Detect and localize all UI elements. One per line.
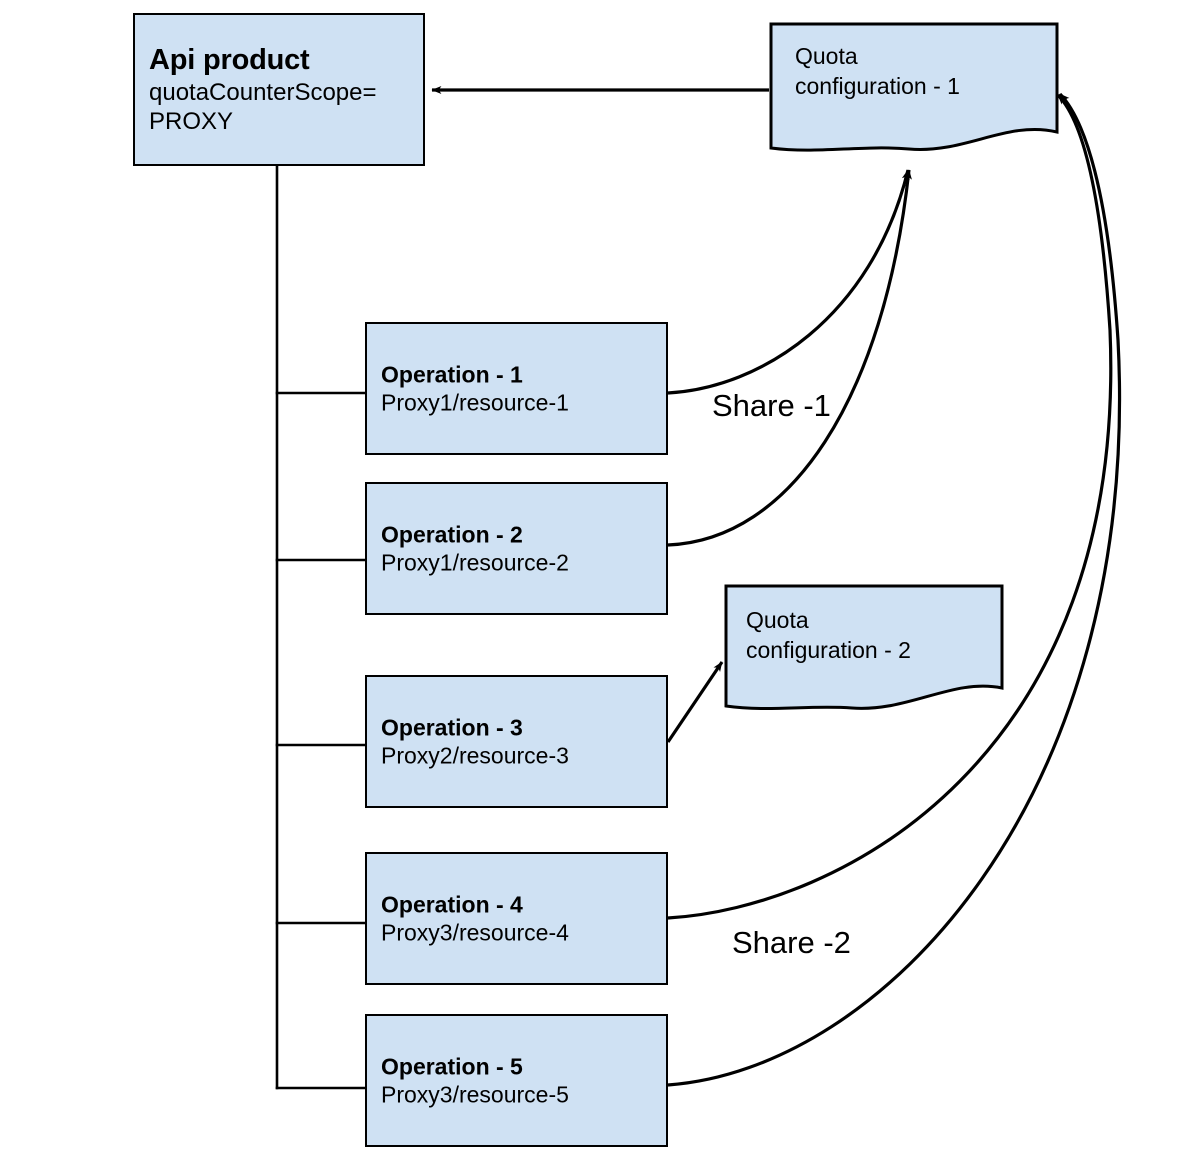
- api-product-to-operations-tree: [275, 164, 367, 1090]
- operation-5-content: Operation - 5 Proxy3/resource-5: [381, 1052, 658, 1109]
- edge-operation-3-to-quota-2: [666, 661, 724, 743]
- operation-3-content: Operation - 3 Proxy2/resource-3: [381, 713, 658, 770]
- operation-4-title: Operation - 4: [381, 890, 523, 917]
- operation-2-path: Proxy1/resource-2: [381, 549, 569, 576]
- quota-configuration-2-shape: [724, 584, 1004, 711]
- edge-operation-1-to-quota-1: [667, 169, 910, 395]
- edge-operation-5-to-quota-1: [667, 92, 1122, 1087]
- edge-operation-4-to-quota-1: [667, 93, 1113, 920]
- edge-label-share-2: Share -2: [732, 925, 851, 960]
- node-operation-5[interactable]: Operation - 5 Proxy3/resource-5: [365, 1014, 668, 1147]
- operation-3-title: Operation - 3: [381, 713, 523, 740]
- edge-operation-2-to-quota-1: [667, 169, 912, 547]
- api-product-content: Api product quotaCounterScope= PROXY: [149, 43, 415, 137]
- operation-2-content: Operation - 2 Proxy1/resource-2: [381, 520, 658, 577]
- api-product-title: Api product: [149, 43, 310, 76]
- node-quota-configuration-2[interactable]: Quota configuration - 2: [724, 584, 1004, 711]
- quota-configuration-2-text: Quota configuration - 2: [746, 606, 911, 666]
- node-operation-1[interactable]: Operation - 1 Proxy1/resource-1: [365, 322, 668, 455]
- operation-1-title: Operation - 1: [381, 360, 523, 387]
- node-operation-2[interactable]: Operation - 2 Proxy1/resource-2: [365, 482, 668, 615]
- node-api-product[interactable]: Api product quotaCounterScope= PROXY: [133, 13, 425, 166]
- operation-4-content: Operation - 4 Proxy3/resource-4: [381, 890, 658, 947]
- edge-label-share-1: Share -1: [712, 388, 831, 423]
- quota-configuration-1-line-1: Quota: [795, 43, 858, 69]
- operation-5-title: Operation - 5: [381, 1052, 523, 1079]
- operation-5-path: Proxy3/resource-5: [381, 1081, 569, 1108]
- operation-2-title: Operation - 2: [381, 520, 523, 547]
- quota-configuration-2-line-1: Quota: [746, 607, 809, 633]
- operation-1-content: Operation - 1 Proxy1/resource-1: [381, 360, 658, 417]
- operation-1-path: Proxy1/resource-1: [381, 389, 569, 416]
- node-operation-3[interactable]: Operation - 3 Proxy2/resource-3: [365, 675, 668, 808]
- quota-configuration-2-line-2: configuration - 2: [746, 636, 911, 663]
- quota-configuration-1-shape: [769, 22, 1059, 152]
- api-product-attribute-line-1: quotaCounterScope=: [149, 78, 377, 106]
- quota-configuration-1-line-2: configuration - 1: [795, 72, 960, 99]
- operation-4-path: Proxy3/resource-4: [381, 919, 569, 946]
- api-product-attribute-line-2: PROXY: [149, 108, 234, 136]
- node-quota-configuration-1[interactable]: Quota configuration - 1: [769, 22, 1059, 152]
- quota-configuration-1-text: Quota configuration - 1: [795, 42, 960, 102]
- node-operation-4[interactable]: Operation - 4 Proxy3/resource-4: [365, 852, 668, 985]
- operation-3-path: Proxy2/resource-3: [381, 742, 569, 769]
